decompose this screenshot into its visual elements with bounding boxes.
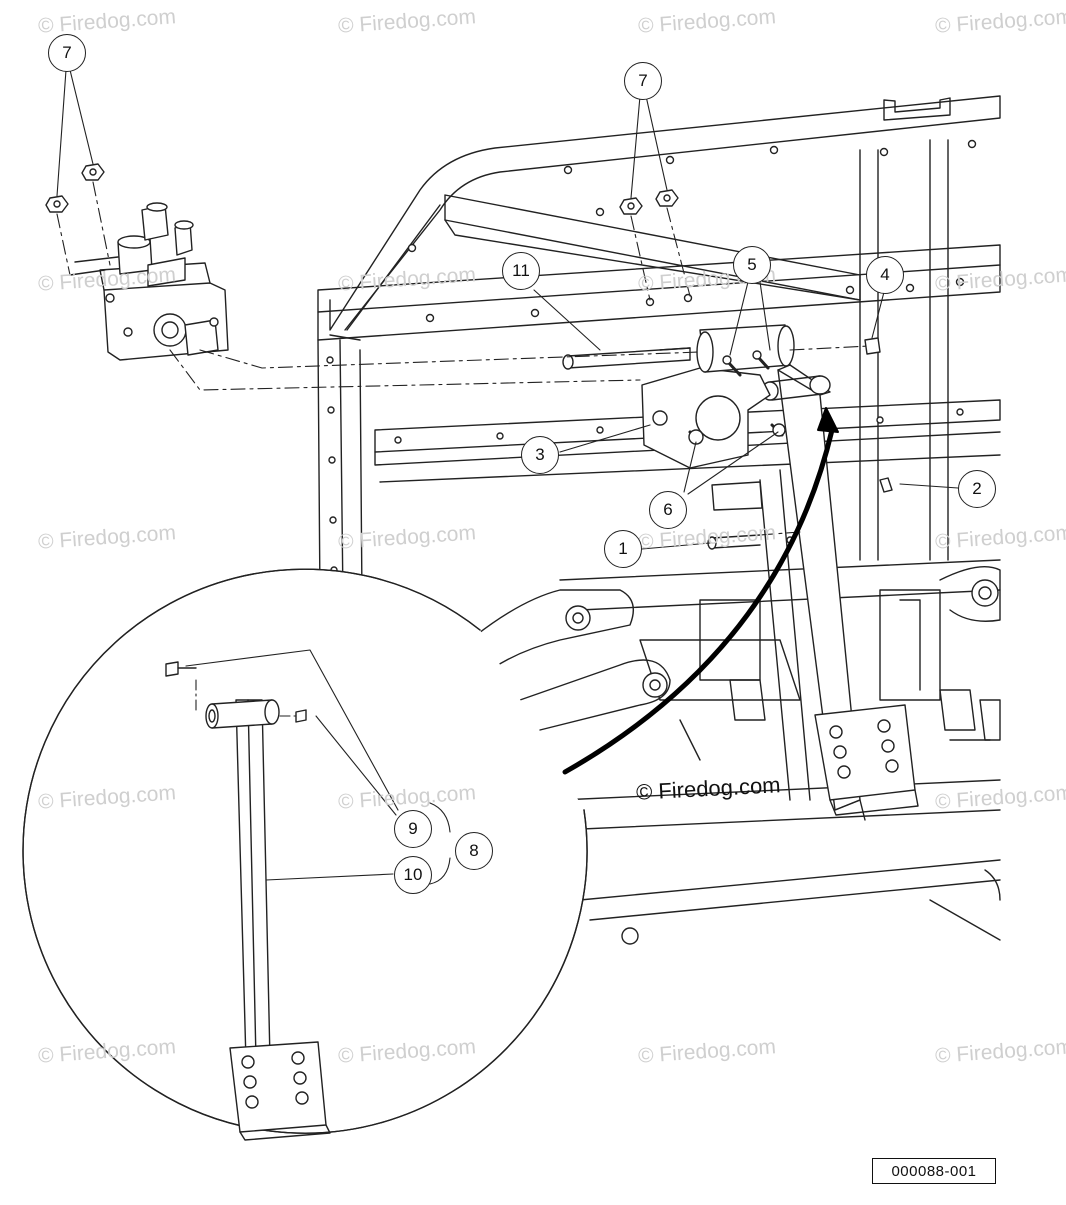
callout-2: 2 [958,470,996,508]
figure-id-label: 000088-001 [872,1158,996,1184]
detail-phantom-lines [195,679,297,717]
routing-arrow [562,427,835,775]
nut-hardware-left [45,163,105,213]
brake-pedal-assembly [711,364,919,821]
callout-11: 11 [502,252,540,290]
callout-7-right: 7 [624,62,662,100]
detail-circle [22,568,588,1141]
callout-7-left: 7 [48,34,86,72]
callout-10: 10 [394,856,432,894]
callout-3: 3 [521,436,559,474]
callout-6: 6 [649,491,687,529]
callout-5: 5 [733,246,771,284]
mounting-bracket [562,324,893,550]
leader-lines [56,69,959,550]
master-cylinder [69,202,229,361]
nut-hardware-right [619,189,679,215]
callout-1: 1 [604,530,642,568]
callout-8: 8 [455,832,493,870]
detail-leader-lines [185,649,451,885]
callout-4: 4 [866,256,904,294]
phantom-lines [56,181,871,536]
callout-9: 9 [394,810,432,848]
